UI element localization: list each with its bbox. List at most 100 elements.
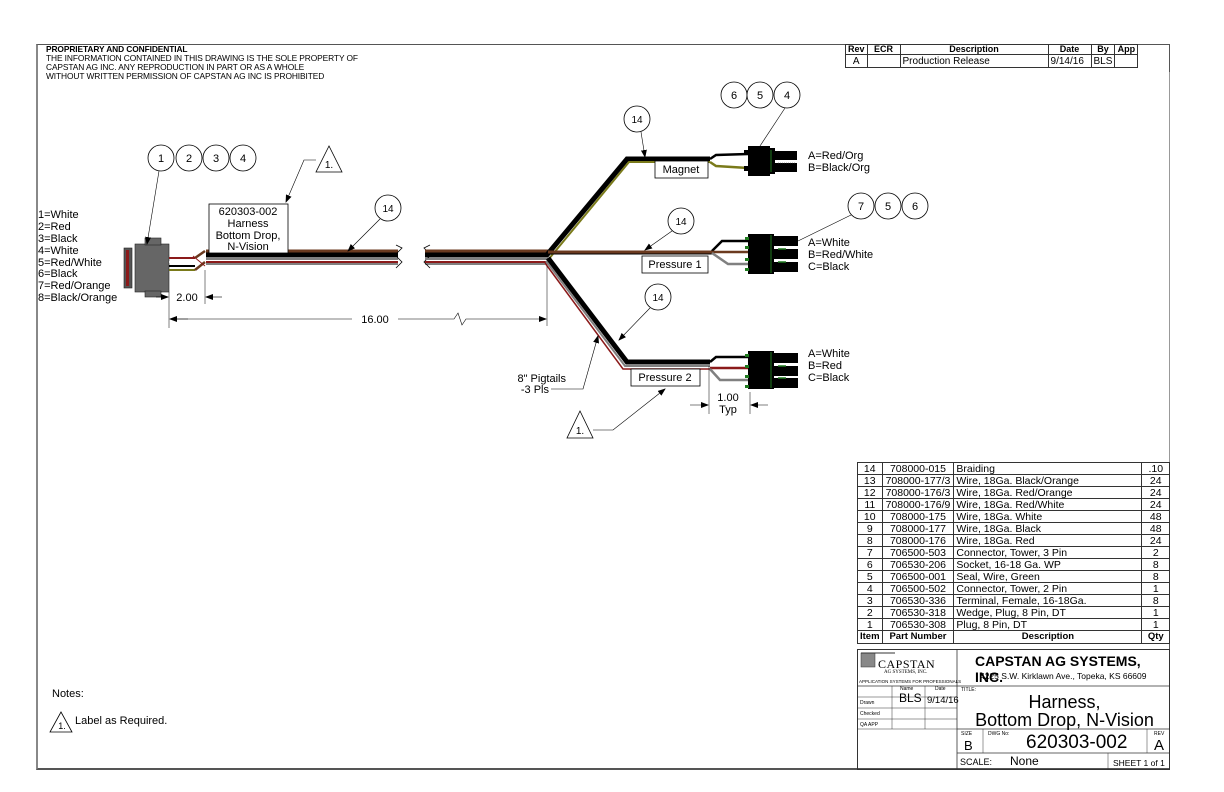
- branch-label: Pressure 1: [648, 259, 701, 271]
- dimension-suffix: Typ: [719, 404, 737, 416]
- main-trunk-left: [206, 249, 398, 265]
- bom-header-cell: Item: [857, 630, 883, 644]
- scale-value: None: [1010, 754, 1039, 768]
- balloon-number: 7: [858, 201, 864, 213]
- proprietary-line: THE INFORMATION CONTAINED IN THIS DRAWIN…: [46, 53, 358, 63]
- note-item-text: Label as Required.: [75, 715, 168, 727]
- note-flag-top: 1.: [285, 145, 343, 203]
- qa-label: QA APP: [860, 722, 879, 728]
- notes-flag: 1.: [49, 711, 73, 733]
- pinout-label: 3=Black: [38, 233, 78, 245]
- sheet-number: SHEET 1 of 1: [1113, 758, 1165, 768]
- rev-label: REV: [1154, 731, 1165, 737]
- bom-qty-cell: 48: [1141, 510, 1170, 523]
- bom-desc-cell: Wire, 18Ga. Red: [953, 534, 1143, 547]
- date-cell: 9/14/16: [1047, 54, 1092, 68]
- leader-line: [347, 218, 381, 252]
- bom-qty-cell: 48: [1141, 522, 1170, 535]
- harness-label-line: Harness: [228, 218, 269, 230]
- bom-part-cell: 708000-176/9: [881, 498, 955, 511]
- bom-desc-cell: Wire, 18Ga. Black: [953, 522, 1143, 535]
- balloon: [229, 144, 257, 172]
- leader-line: [551, 335, 599, 390]
- bom-qty-cell: 8: [1141, 558, 1170, 571]
- bom-desc-cell: Braiding: [953, 462, 1143, 475]
- bom-qty-cell: 24: [1141, 498, 1170, 511]
- bom-part-cell: 706530-336: [881, 594, 955, 607]
- balloon-number: 5: [885, 201, 891, 213]
- harness-label-line: 620303-002: [219, 206, 278, 218]
- pressure2-3pin-connector: [745, 351, 798, 389]
- checked-label: Checked: [860, 711, 880, 717]
- bom-item-cell: 9: [857, 522, 883, 535]
- bom-item-cell: 14: [857, 462, 883, 475]
- revision-extension-line: [1169, 72, 1170, 462]
- balloon-number: 14: [631, 115, 643, 126]
- pigtails-note-line: -3 Pls: [521, 384, 550, 396]
- bom-item-cell: 8: [857, 534, 883, 547]
- pinout-label: B=Red/White: [808, 249, 873, 261]
- bom-qty-cell: 24: [1141, 486, 1170, 499]
- size-label: SIZE: [961, 731, 973, 737]
- break-symbol-left: [394, 244, 403, 269]
- bom-part-cell: 706530-318: [881, 606, 955, 619]
- magnet-branch-annotations: 14 Magnet 6 5 4 A=Red/Org B=Black/Org: [623, 81, 870, 179]
- bom-desc-cell: Wire, 18Ga. Black/Orange: [953, 474, 1143, 487]
- balloon-number: 14: [382, 204, 394, 215]
- bom-part-cell: 708000-175: [881, 510, 955, 523]
- pinout-label: A=White: [808, 348, 850, 360]
- pinout-label: A=White: [808, 237, 850, 249]
- bom-header-cell: Description: [953, 630, 1143, 644]
- bom-item-cell: 6: [857, 558, 883, 571]
- balloon-number: 3: [213, 153, 219, 165]
- leader-line: [644, 230, 673, 251]
- bom-part-cell: 708000-176/3: [881, 486, 955, 499]
- bom-item-cell: 12: [857, 486, 883, 499]
- pinout-label: C=Black: [808, 372, 850, 384]
- bom-qty-cell: 1: [1141, 606, 1170, 619]
- bom-qty-cell: 24: [1141, 534, 1170, 547]
- note-flag-number: 1.: [576, 426, 584, 437]
- balloon-number: 6: [912, 201, 918, 213]
- dimension-16-00: 16.00: [169, 266, 548, 326]
- drawing-number: 620303-002: [1026, 732, 1128, 753]
- dimension-2-00: 2.00: [156, 270, 222, 328]
- bom-part-cell: 706500-001: [881, 570, 955, 583]
- proprietary-notice: PROPRIETARY AND CONFIDENTIAL THE INFORMA…: [46, 45, 358, 81]
- branch-label-box: [641, 255, 709, 274]
- bom-part-cell: 706530-308: [881, 618, 955, 631]
- rev-cell: A: [845, 54, 868, 68]
- pinout-label: A=Red/Org: [808, 150, 863, 162]
- proprietary-line: WITHOUT WRITTEN PERMISSION OF CAPSTAN AG…: [46, 71, 325, 81]
- balloon: [175, 144, 203, 172]
- bom-desc-cell: Wire, 18Ga. Red/Orange: [953, 486, 1143, 499]
- capstan-logo-icon: [860, 652, 876, 668]
- note-flag-number: 1.: [325, 160, 333, 171]
- pinout-label: 7=Red/Orange: [38, 280, 110, 292]
- bom-desc-cell: Seal, Wire, Green: [953, 570, 1143, 583]
- balloon-number: 1: [158, 153, 164, 165]
- proprietary-heading: PROPRIETARY AND CONFIDENTIAL: [46, 44, 188, 54]
- bom-desc-cell: Wedge, Plug, 8 Pin, DT: [953, 606, 1143, 619]
- harness-label-line: Bottom Drop,: [216, 230, 281, 242]
- bom-header-cell: Qty: [1141, 630, 1170, 644]
- drawn-date: 9/14/16: [927, 695, 959, 706]
- bom-desc-cell: Connector, Tower, 2 Pin: [953, 582, 1143, 595]
- bom-item-cell: 2: [857, 606, 883, 619]
- balloon-number: 4: [240, 153, 246, 165]
- leader-line: [640, 131, 647, 158]
- bom-item-cell: 4: [857, 582, 883, 595]
- dimension-value: 16.00: [361, 314, 389, 326]
- dwg-no-label: DWG No:: [988, 731, 1010, 737]
- dimension-value: 1.00: [717, 392, 738, 404]
- drawn-label: Drawn: [860, 700, 875, 706]
- bom-item-cell: 13: [857, 474, 883, 487]
- proprietary-line: CAPSTAN AG INC. ANY REPRODUCTION IN PART…: [46, 62, 305, 72]
